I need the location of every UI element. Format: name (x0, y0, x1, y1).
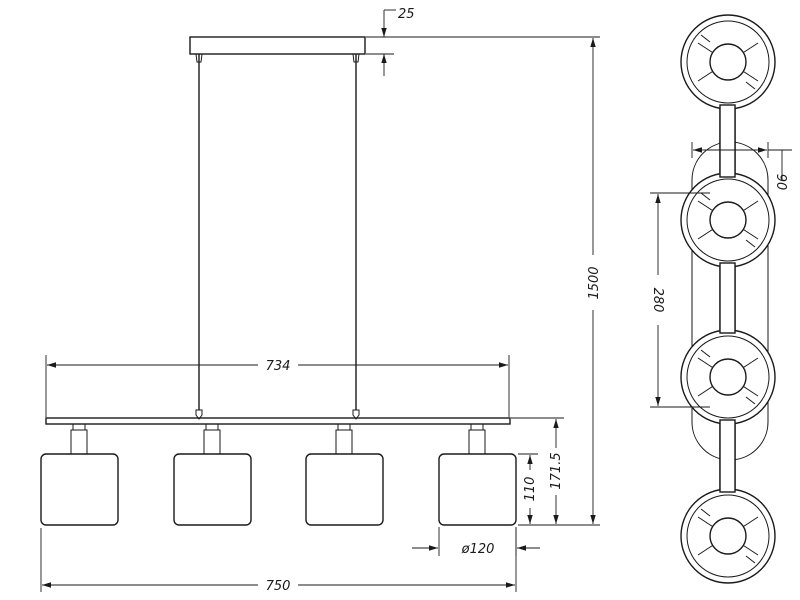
dimension-25-label: 25 (398, 7, 415, 22)
wire-clamp-right (352, 409, 360, 420)
dimension-rod-span: 734 (45, 355, 510, 417)
dimension-bar-depth: 90 (691, 142, 792, 191)
dimension-90-label: 90 (773, 174, 788, 191)
wire-clamp-left (195, 409, 203, 420)
dimension-overall-length: 1500 (366, 36, 602, 526)
dimension-shade-spacing: 280 (650, 192, 710, 408)
front-view: 25 1500 734 750 (40, 7, 602, 594)
shade-4 (438, 423, 517, 526)
dimension-shade-diameter: ø120 (412, 527, 540, 557)
dimension-overall-width: 750 (40, 528, 517, 594)
top-view-shade-1 (680, 14, 776, 110)
dimension-canopy-height: 25 (366, 7, 415, 76)
dimension-drop-height: 171.5 (511, 417, 564, 526)
dimension-1500-label: 1500 (587, 266, 602, 299)
dimension-734-label: 734 (266, 359, 291, 374)
top-view-shade-4 (680, 488, 776, 584)
ceiling-canopy (189, 36, 366, 55)
top-view-shade-2 (680, 172, 776, 268)
dimension-diameter-label: ø120 (461, 542, 495, 557)
main-bar (45, 417, 511, 425)
dimension-171-5-label: 171.5 (549, 452, 564, 489)
dimension-shade-height: 110 (518, 453, 538, 526)
top-view-shade-3 (680, 329, 776, 425)
top-view: 90 280 (650, 14, 792, 584)
shade-1 (40, 423, 119, 526)
dimension-110-label: 110 (523, 477, 538, 502)
shade-2 (173, 423, 252, 526)
dimension-280-label: 280 (650, 288, 665, 313)
shade-3 (305, 423, 384, 526)
dimension-750-label: 750 (266, 579, 291, 594)
